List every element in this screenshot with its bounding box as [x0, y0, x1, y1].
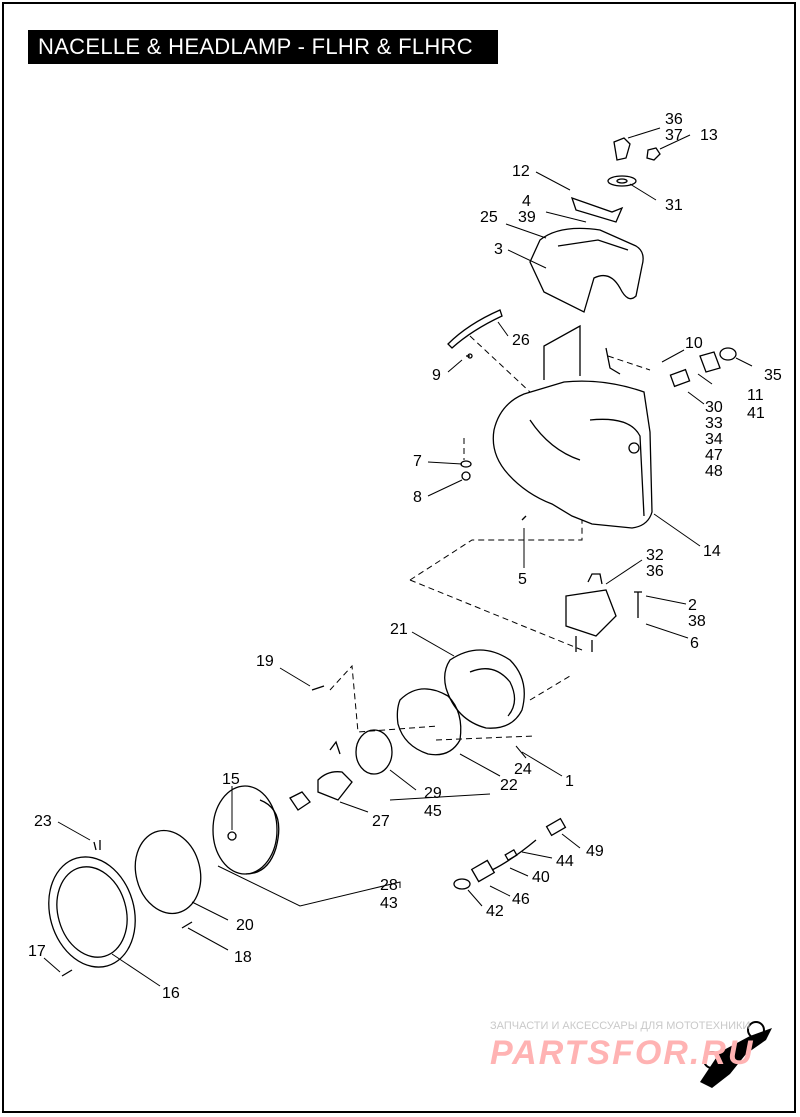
callout-13: 13 — [700, 127, 718, 144]
screw-18 — [181, 921, 193, 929]
callout-8: 8 — [413, 489, 422, 506]
wire-40 — [491, 839, 537, 871]
clip-part-small — [646, 147, 661, 161]
callout-47: 47 — [705, 447, 723, 464]
callout-15: 15 — [222, 771, 240, 788]
callout-32: 32 — [646, 547, 664, 564]
nut-8 — [461, 471, 471, 481]
callout-45: 45 — [424, 803, 442, 820]
callout-26: 26 — [512, 332, 530, 349]
screw-19 — [311, 685, 325, 691]
callout-2: 2 — [688, 597, 697, 614]
callout-22: 22 — [500, 777, 518, 794]
callout-7: 7 — [413, 453, 422, 470]
callout-17: 17 — [28, 943, 46, 960]
page-title: NACELLE & HEADLAMP - FLHR & FLHRC — [38, 34, 473, 59]
bolt-5 — [521, 515, 527, 521]
watermark-tagline: ЗАПЧАСТИ И АКСЕССУАРЫ ДЛЯ МОТОТЕХНИКИ — [490, 1020, 751, 1032]
callout-21: 21 — [390, 621, 408, 638]
spring-part — [93, 840, 101, 851]
callout-42: 42 — [486, 903, 504, 920]
assembly-lines — [329, 335, 651, 741]
wire-clip-part — [447, 309, 503, 349]
callout-25: 25 — [480, 209, 498, 226]
retaining-ring-part — [396, 688, 462, 756]
socket-46 — [470, 859, 496, 883]
callout-16: 16 — [162, 985, 180, 1002]
callout-41: 41 — [747, 405, 765, 422]
outer-bezel-part — [48, 856, 136, 968]
callout-5: 5 — [518, 571, 527, 588]
callout-6: 6 — [690, 635, 699, 652]
connector-44 — [504, 849, 518, 861]
screw-17 — [61, 969, 73, 977]
callout-43: 43 — [380, 895, 398, 912]
title-bar: NACELLE & HEADLAMP - FLHR & FLHRC — [28, 30, 498, 64]
callout-4: 4 — [522, 193, 531, 210]
mounting-ring-part — [444, 649, 525, 729]
grommet-part — [719, 347, 737, 361]
callout-39: 39 — [518, 209, 536, 226]
callout-10: 10 — [685, 335, 703, 352]
callout-29: 29 — [424, 785, 442, 802]
callout-36: 36 — [665, 111, 683, 128]
callout-30: 30 — [705, 399, 723, 416]
callout-34: 34 — [705, 431, 723, 448]
callout-12: 12 — [512, 163, 530, 180]
callout-3: 3 — [494, 241, 503, 258]
callout-49: 49 — [586, 843, 604, 860]
callout-14: 14 — [703, 543, 721, 560]
trim-ring-part — [134, 829, 202, 915]
callout-36b: 36 — [646, 563, 664, 580]
callout-37: 37 — [665, 127, 683, 144]
bracket-part — [570, 196, 624, 223]
callout-38: 38 — [688, 613, 706, 630]
callout-labels: 36 37 13 12 31 4 39 25 3 26 10 35 9 11 4… — [28, 111, 782, 1002]
callout-20: 20 — [236, 917, 254, 934]
bulb-socket-part — [355, 729, 393, 775]
callout-33: 33 — [705, 415, 723, 432]
relay-bracket-part — [565, 589, 617, 637]
callout-28: 28 — [380, 877, 398, 894]
switch-part — [669, 368, 691, 388]
clip-part — [613, 137, 631, 161]
callout-24: 24 — [514, 761, 532, 778]
plate-part — [699, 351, 721, 373]
bulb-part — [317, 771, 353, 801]
callout-46: 46 — [512, 891, 530, 908]
callout-18: 18 — [234, 949, 252, 966]
washer-part — [607, 175, 637, 187]
motorcycle-logo-icon — [700, 1021, 772, 1088]
callout-19: 19 — [256, 653, 274, 670]
callout-27: 27 — [372, 813, 390, 830]
callout-11: 11 — [747, 387, 764, 404]
callout-23: 23 — [34, 813, 52, 830]
screw-part — [634, 591, 642, 618]
callout-35: 35 — [764, 367, 782, 384]
callout-48: 48 — [705, 463, 723, 480]
callout-40: 40 — [532, 869, 550, 886]
connector-49 — [545, 817, 567, 837]
callout-31: 31 — [665, 197, 683, 214]
callout-9: 9 — [432, 367, 441, 384]
bulb-42 — [453, 878, 471, 890]
watermark-logo: PARTSFOR.RU — [490, 1034, 755, 1072]
callout-44: 44 — [556, 853, 574, 870]
headlamp-lens-part — [212, 785, 278, 875]
callout-1: 1 — [565, 773, 574, 790]
leader-lines — [43, 127, 753, 987]
nacelle-housing-part — [492, 380, 653, 529]
top-cover-part — [529, 227, 644, 313]
washer-7 — [460, 460, 472, 468]
